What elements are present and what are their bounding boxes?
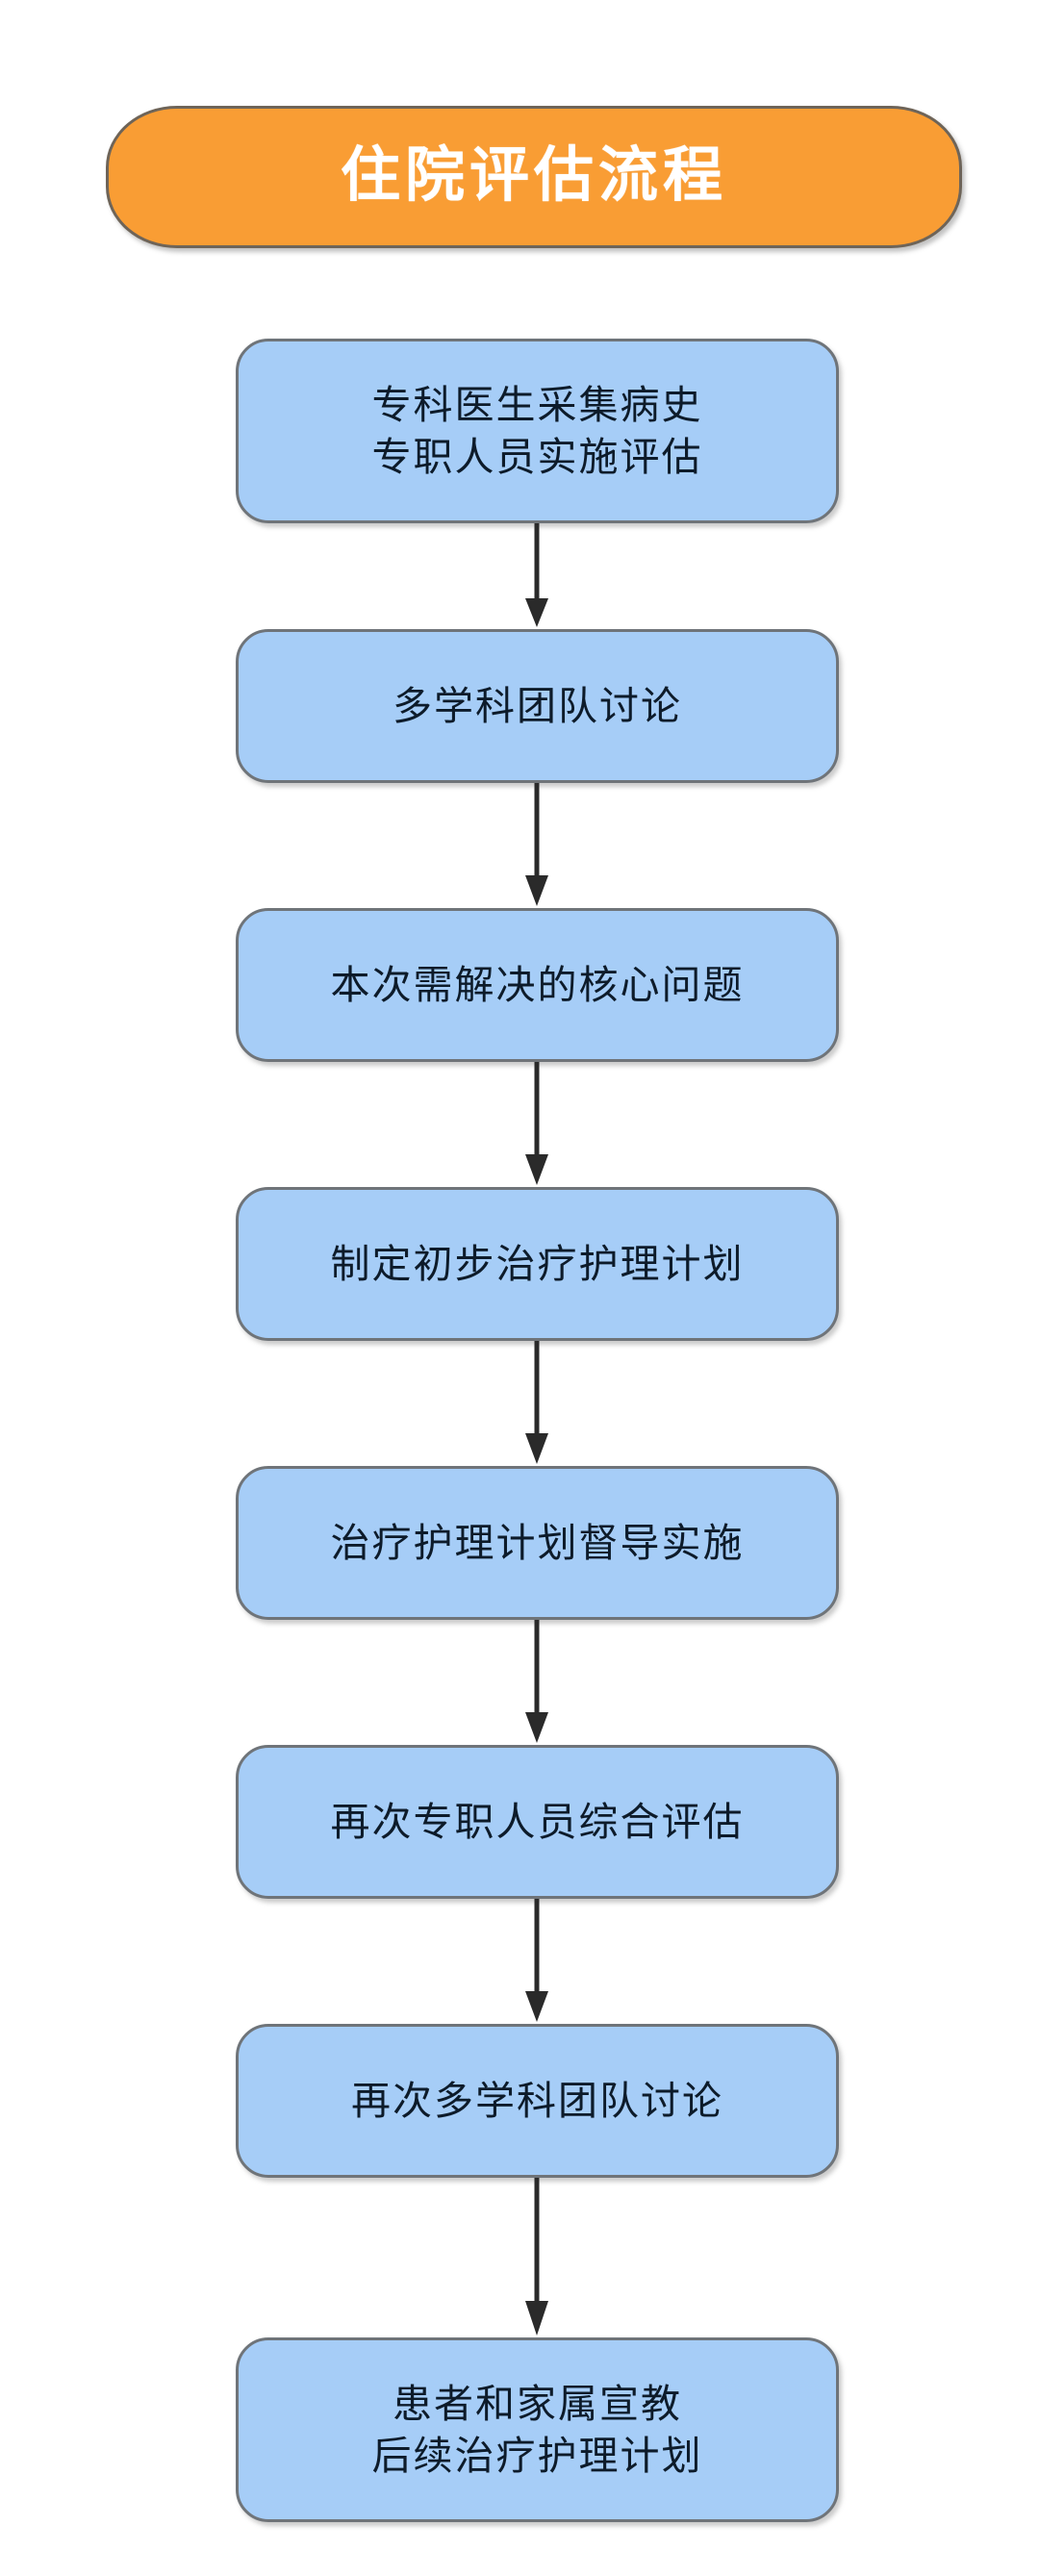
- diagram-title-banner: 住院评估流程: [106, 106, 962, 248]
- process-node-7-line-1: 再次多学科团队讨论: [351, 2078, 723, 2123]
- process-node-8-line-2: 后续治疗护理计划: [371, 2434, 703, 2478]
- connector-arrow-6: [521, 1899, 552, 2024]
- connector-arrow-1: [521, 523, 552, 629]
- process-node-3-line-1: 本次需解决的核心问题: [330, 962, 745, 1007]
- process-node-8[interactable]: 患者和家属宣教 后续治疗护理计划: [236, 2337, 839, 2522]
- process-node-2-line-1: 多学科团队讨论: [393, 683, 682, 728]
- process-node-2[interactable]: 多学科团队讨论: [236, 629, 839, 783]
- process-node-4[interactable]: 制定初步治疗护理计划: [236, 1187, 839, 1341]
- process-node-1[interactable]: 专科医生采集病史 专职人员实施评估: [236, 339, 839, 523]
- process-node-1-line-2: 专职人员实施评估: [371, 435, 703, 479]
- process-node-4-line-1: 制定初步治疗护理计划: [330, 1241, 745, 1286]
- diagram-title-text: 住院评估流程: [340, 143, 727, 210]
- connector-arrow-5: [521, 1620, 552, 1745]
- process-node-8-line-1: 患者和家属宣教: [393, 2381, 682, 2426]
- connector-arrow-4: [521, 1341, 552, 1466]
- process-node-5-line-1: 治疗护理计划督导实施: [330, 1520, 745, 1565]
- connector-arrow-3: [521, 1062, 552, 1187]
- process-node-7[interactable]: 再次多学科团队讨论: [236, 2024, 839, 2178]
- connector-arrow-2: [521, 783, 552, 908]
- process-node-6-line-1: 再次专职人员综合评估: [330, 1799, 745, 1844]
- process-node-3[interactable]: 本次需解决的核心问题: [236, 908, 839, 1062]
- connector-arrow-7: [521, 2178, 552, 2337]
- process-node-5[interactable]: 治疗护理计划督导实施: [236, 1466, 839, 1620]
- process-node-6[interactable]: 再次专职人员综合评估: [236, 1745, 839, 1899]
- process-node-1-line-1: 专科医生采集病史: [371, 382, 703, 427]
